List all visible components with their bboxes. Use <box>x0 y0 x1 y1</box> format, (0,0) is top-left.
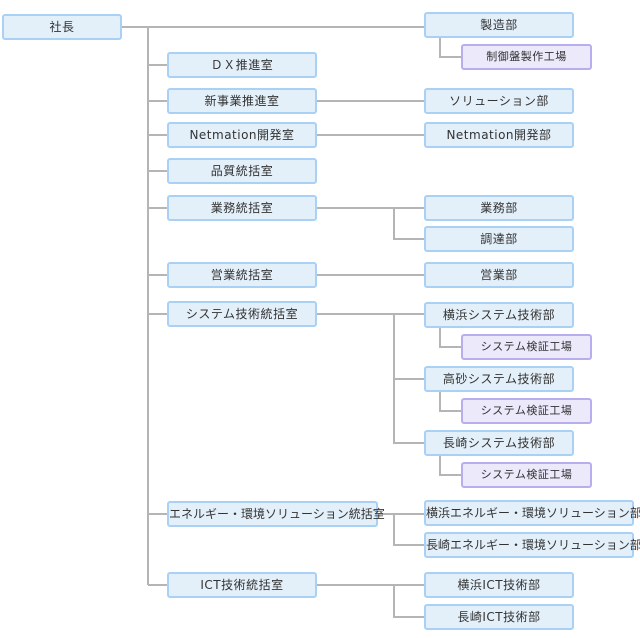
factory-box: システム検証工場 <box>461 334 592 360</box>
factory-box: システム検証工場 <box>461 462 592 488</box>
dept-box: ソリューション部 <box>424 88 574 114</box>
dept-box: 高砂システム技術部 <box>424 366 574 392</box>
dept-box: 調達部 <box>424 226 574 252</box>
dept-box: 横浜システム技術部 <box>424 302 574 328</box>
factory-box: 制御盤製作工場 <box>461 44 592 70</box>
office-box: ＤＸ推進室 <box>167 52 317 78</box>
office-box: 業務統括室 <box>167 195 317 221</box>
dept-box: 業務部 <box>424 195 574 221</box>
office-box: 新事業推進室 <box>167 88 317 114</box>
manufacturing-dept-box: 製造部 <box>424 12 574 38</box>
office-box: Netmation開発室 <box>167 122 317 148</box>
president-box: 社長 <box>2 14 122 40</box>
dept-box: 長崎エネルギー・環境ソリューション部 <box>424 532 640 558</box>
dept-box: 横浜ICT技術部 <box>424 572 574 598</box>
office-box: エネルギー・環境ソリューション統括室 <box>167 501 385 527</box>
factory-box: システム検証工場 <box>461 398 592 424</box>
dept-box: 横浜エネルギー・環境ソリューション部 <box>424 500 640 526</box>
dept-box: Netmation開発部 <box>424 122 574 148</box>
office-box: ICT技術統括室 <box>167 572 317 598</box>
office-box: 営業統括室 <box>167 262 317 288</box>
dept-box: 長崎システム技術部 <box>424 430 574 456</box>
dept-box: 営業部 <box>424 262 574 288</box>
office-box: 品質統括室 <box>167 158 317 184</box>
office-box: システム技術統括室 <box>167 301 317 327</box>
dept-box: 長崎ICT技術部 <box>424 604 574 630</box>
